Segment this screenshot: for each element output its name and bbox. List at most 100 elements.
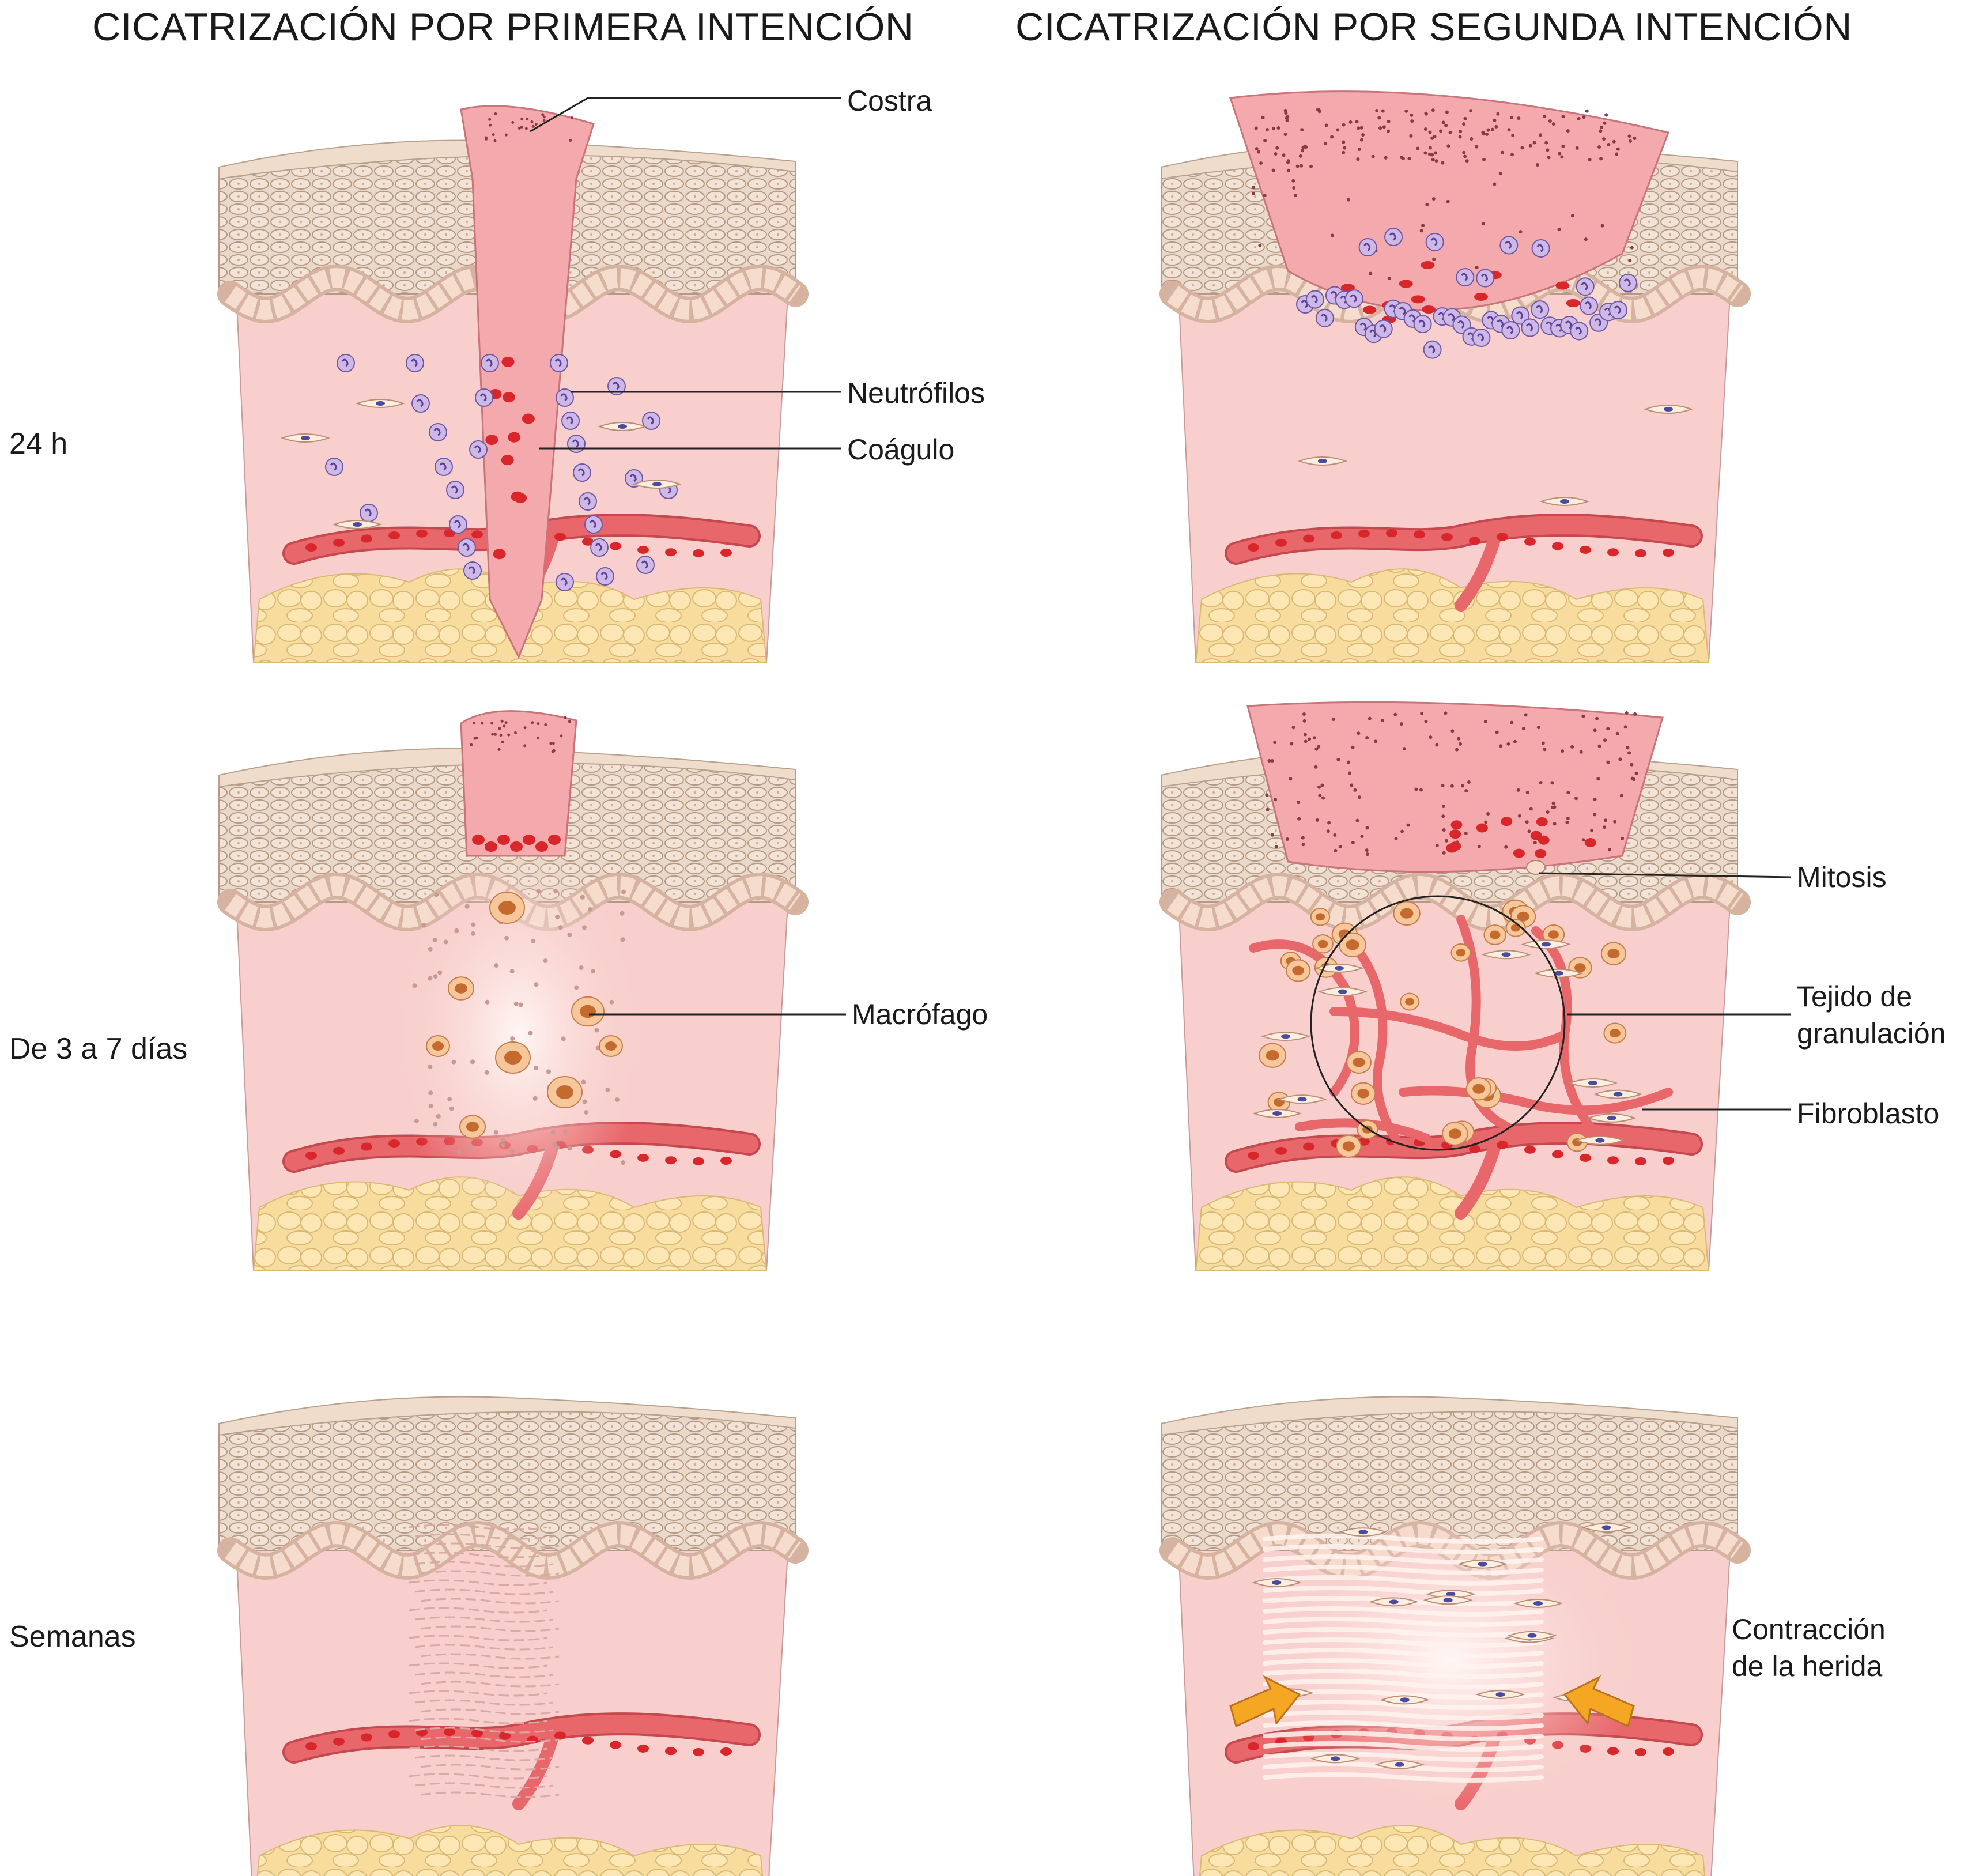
fibroblast-nucleus <box>1613 1092 1623 1097</box>
neutrophil <box>556 388 574 407</box>
macrophage-nucleus <box>1489 930 1501 939</box>
red-blood-cell <box>1501 817 1513 826</box>
macrophage-nucleus <box>455 983 467 994</box>
crust-speck <box>1524 713 1528 717</box>
crust-speck <box>1365 736 1369 740</box>
neutrophil-nucleus <box>1320 314 1328 322</box>
debris <box>536 889 541 894</box>
neutrophil-nucleus <box>560 393 568 402</box>
red-blood-cell <box>1635 1157 1646 1165</box>
crust-speck <box>1327 821 1331 825</box>
crust-speck <box>1618 757 1622 761</box>
red-blood-cell <box>1497 533 1508 541</box>
scar-collagen <box>414 1588 554 1595</box>
crust-speck <box>1606 760 1610 764</box>
crust-speck <box>1314 747 1319 751</box>
neutrophil-nucleus <box>1614 305 1621 314</box>
blood-vessel <box>285 1715 758 1761</box>
crust-speck <box>1286 115 1290 119</box>
neutrophil <box>1609 300 1628 319</box>
crust-speck <box>1612 139 1616 144</box>
neutrophil <box>1423 340 1442 359</box>
crust-speck <box>1490 127 1494 131</box>
crust-speck <box>1527 829 1531 833</box>
scar-collagen <box>420 1791 560 1798</box>
fibroblast-nucleus <box>1281 1034 1291 1039</box>
fibroblast-nucleus <box>1533 1601 1543 1606</box>
scar-collagen <box>414 1561 554 1568</box>
crust-speck <box>1414 787 1418 791</box>
vessel-branch <box>512 1728 560 1810</box>
neutrophil <box>1501 321 1520 340</box>
crust-speck <box>1315 818 1319 822</box>
crust-speck <box>1494 124 1498 129</box>
granulation-highlight-circle <box>1310 895 1566 1151</box>
debris <box>493 1130 498 1135</box>
scar-collagen <box>414 1727 554 1734</box>
macrophage-nucleus <box>1517 911 1529 922</box>
neutrophil-nucleus <box>1565 320 1572 329</box>
subcutaneous-fat <box>256 1825 764 1876</box>
neutrophil <box>411 394 430 413</box>
scar-collagen <box>414 1754 554 1761</box>
scar-collagen <box>409 1690 548 1697</box>
crust-speck <box>1365 852 1369 856</box>
crust-speck <box>1271 168 1275 172</box>
label-neutrofilos: Neutrófilos <box>847 377 985 409</box>
neutrophil <box>1576 277 1595 296</box>
macrophage-nucleus <box>605 1041 617 1051</box>
crust-speck <box>1446 144 1450 148</box>
stratum-corneum <box>218 139 796 180</box>
crust-speck <box>497 748 501 751</box>
crust-speck <box>1546 810 1550 814</box>
crust-speck <box>1423 151 1427 155</box>
crust-speck <box>523 744 527 748</box>
clot <box>460 105 595 659</box>
neutrophil-nucleus <box>468 566 475 575</box>
crust-speck <box>493 139 497 142</box>
crust-speck <box>544 723 547 727</box>
fibroblast-nucleus <box>1358 1530 1368 1535</box>
crust-speck <box>1604 113 1608 117</box>
crust-speck <box>1357 795 1361 799</box>
crust-speck <box>542 115 546 119</box>
crust-speck <box>1513 739 1517 743</box>
crust-speck <box>531 124 535 128</box>
red-blood-cell <box>1536 817 1548 826</box>
debris <box>584 1109 589 1115</box>
scar-collagen <box>420 1598 560 1605</box>
macrophage-nucleus <box>1315 913 1325 921</box>
crust-speck <box>1441 805 1445 809</box>
crust-speck <box>523 726 527 730</box>
debris <box>581 1079 586 1085</box>
crust-speck <box>569 138 572 142</box>
scar-collagen <box>1263 1731 1544 1741</box>
crust-speck <box>1599 129 1603 133</box>
macrophage-nucleus <box>1346 939 1359 950</box>
red-blood-cell <box>1386 529 1397 538</box>
red-blood-cell <box>472 835 485 845</box>
crust <box>460 710 577 857</box>
red-blood-cell <box>1303 1142 1314 1151</box>
crust-speck <box>1289 777 1293 781</box>
debris <box>561 1036 566 1041</box>
debris <box>433 1122 438 1127</box>
neutrophil <box>1344 289 1363 308</box>
crust-speck <box>1265 128 1269 132</box>
crust-speck <box>1613 820 1617 824</box>
crust-speck <box>503 724 506 728</box>
crust-speck <box>1435 844 1439 848</box>
crust-speck <box>1355 818 1359 822</box>
crust-speck <box>552 749 556 752</box>
crust-speck <box>1602 137 1606 141</box>
crust-speck <box>1423 127 1427 131</box>
crust-speck <box>511 121 515 124</box>
crust-speck <box>1324 123 1328 127</box>
debris <box>534 1066 539 1071</box>
panel-second-weeks <box>1159 1396 1751 1876</box>
crust-speck <box>1603 738 1607 742</box>
debris <box>531 938 536 943</box>
crust-speck <box>1410 119 1414 123</box>
crust-speck <box>1326 829 1330 833</box>
crust-speck <box>1470 137 1474 141</box>
